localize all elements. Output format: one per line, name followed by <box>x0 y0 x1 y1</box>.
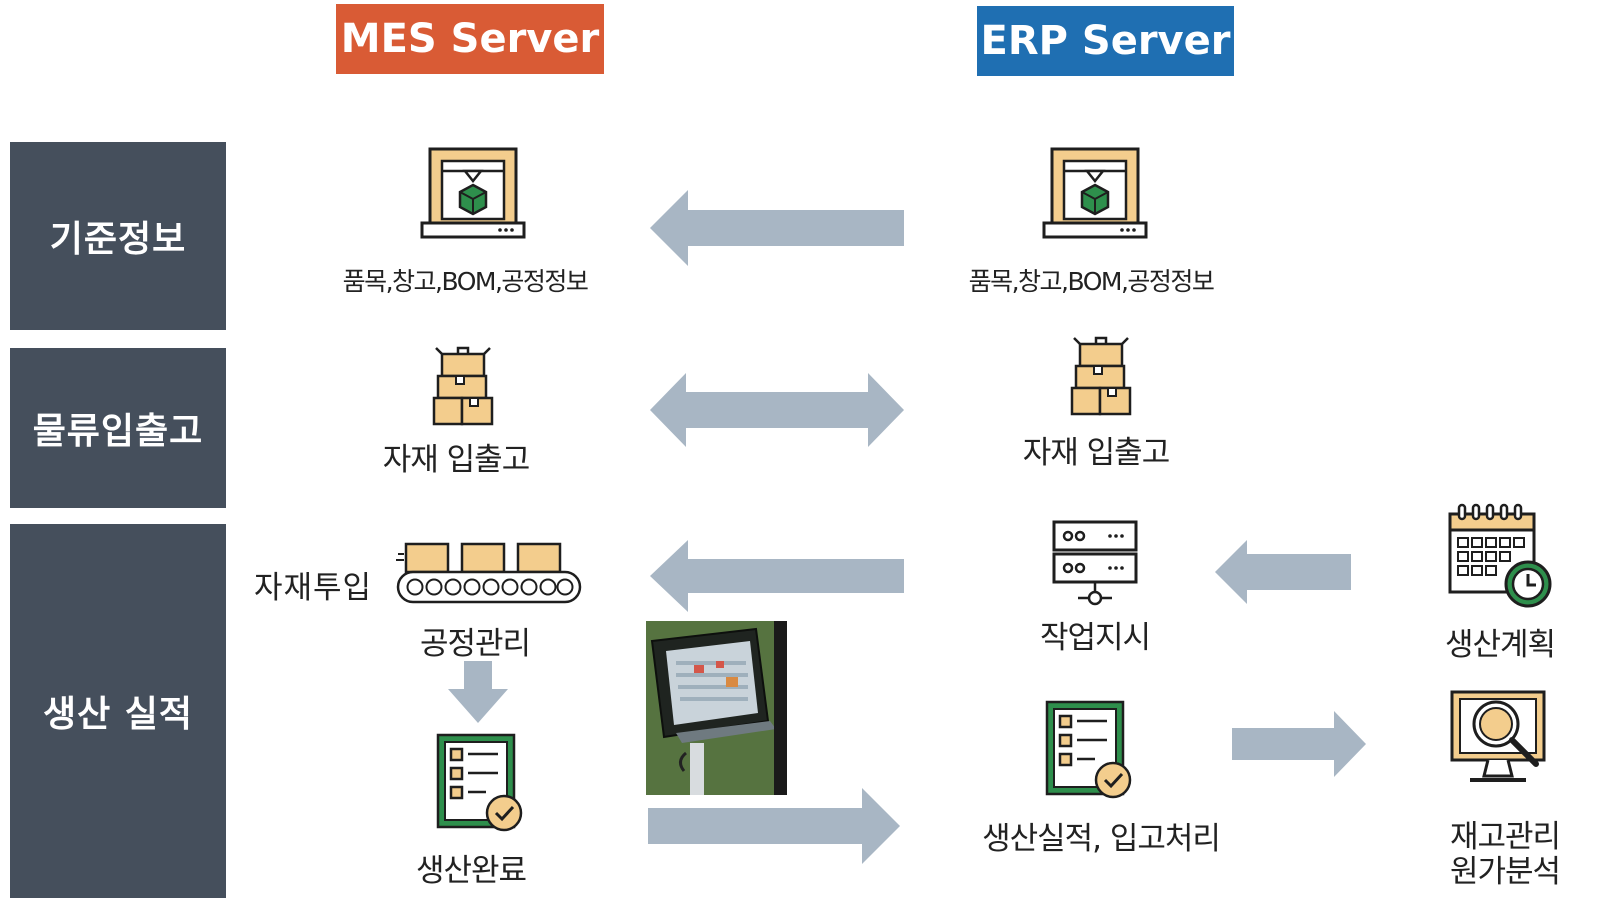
boxes-icon <box>432 346 494 426</box>
inventory-label: 재고관리 <box>1450 819 1561 855</box>
kiosk-photo <box>646 621 787 795</box>
erp-result-label: 생산실적, 입고처리 <box>982 821 1221 857</box>
mes-input-label: 자재투입 <box>254 570 373 606</box>
boxes-icon <box>1070 336 1132 416</box>
erp-master-label: 품목,창고,BOM,공정정보 <box>968 267 1215 296</box>
checklist-icon <box>436 733 523 832</box>
arrow-result-to-inventory <box>1232 711 1366 777</box>
erp-server-header: ERP Server <box>977 6 1234 76</box>
mes-complete-label: 생산완료 <box>415 853 527 889</box>
category-master-data: 기준정보 <box>10 142 226 330</box>
mes-process-label: 공정관리 <box>419 626 531 662</box>
arrow-down-process-to-complete <box>448 661 508 723</box>
erp-work-order-label: 작업지시 <box>1039 620 1151 656</box>
arrow-erp-to-mes-master <box>650 190 904 266</box>
server-icon <box>1052 520 1138 606</box>
calendar-clock-icon <box>1448 503 1552 608</box>
category-production: 생산 실적 <box>10 524 226 898</box>
3d-printer-icon <box>1042 147 1148 239</box>
mes-material-label: 자재 입출고 <box>382 442 530 478</box>
arrow-bidirectional-material <box>650 373 904 447</box>
monitor-search-icon <box>1450 690 1546 782</box>
cost-analysis-label: 원가분석 <box>1450 854 1561 890</box>
conveyor-icon <box>396 542 582 604</box>
mes-master-label: 품목,창고,BOM,공정정보 <box>342 267 589 296</box>
checklist-icon <box>1045 700 1132 799</box>
category-logistics: 물류입출고 <box>10 348 226 508</box>
arrow-erp-to-mes-work-order <box>650 540 904 612</box>
erp-material-label: 자재 입출고 <box>1022 435 1170 471</box>
arrow-mes-to-erp-result <box>648 788 900 864</box>
production-plan-label: 생산계획 <box>1444 627 1556 663</box>
3d-printer-icon <box>420 147 526 239</box>
arrow-plan-to-work-order <box>1215 540 1351 604</box>
mes-server-header: MES Server <box>336 4 604 74</box>
